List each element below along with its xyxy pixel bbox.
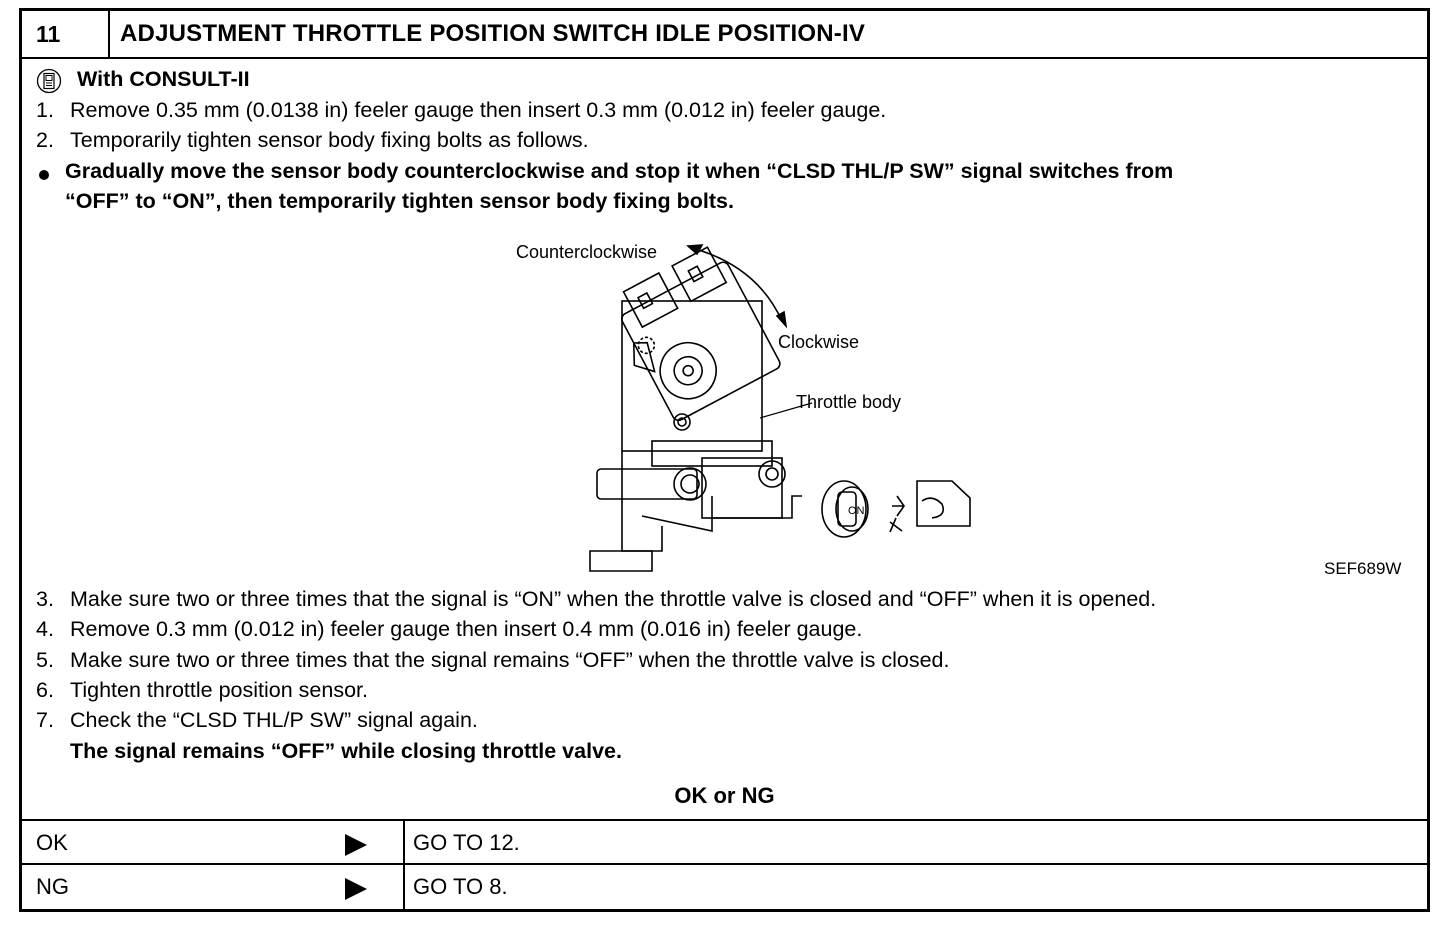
bullet-line-1: Gradually move the sensor body countercl… [65,159,1174,183]
step-2-number: 2. [36,128,54,152]
step-2-text: Temporarily tighten sensor body fixing b… [70,128,589,152]
ok-ng-heading: OK or NG [674,783,775,808]
step-5-number: 5. [36,648,54,672]
result-row-ng: NG GO TO 8. [22,863,1427,909]
step-6-number: 6. [36,678,54,702]
consult-heading: With CONSULT-II [77,67,250,91]
step-header: 11 ADJUSTMENT THROTTLE POSITION SWITCH I… [22,11,1427,59]
step-7-text: Check the “CLSD THL/P SW” signal again. [70,708,478,732]
step-4-number: 4. [36,617,54,641]
step-1-number: 1. [36,98,54,122]
bullet-line-2: “OFF” to “ON”, then temporarily tighten … [65,189,734,213]
bullet-dot-icon [39,170,49,180]
result-goto-ng[interactable]: GO TO 8. [413,874,508,899]
procedure-frame: 11 ADJUSTMENT THROTTLE POSITION SWITCH I… [19,8,1430,912]
step-7-result: The signal remains “OFF” while closing t… [70,739,622,763]
step-1-text: Remove 0.35 mm (0.0138 in) feeler gauge … [70,98,887,122]
row-divider [403,865,405,909]
step-number: 11 [22,11,110,57]
label-clockwise: Clockwise [778,332,860,352]
figure-code: SEF689W [1324,559,1402,578]
step-3-text: Make sure two or three times that the si… [70,587,1157,611]
step-5-text: Make sure two or three times that the si… [70,648,950,672]
ignition-key-label: ON [848,505,865,517]
label-throttle-body: Throttle body [796,392,902,412]
row-divider [403,821,405,865]
arrow-right-icon [345,878,367,900]
label-counterclockwise: Counterclockwise [516,242,658,262]
result-row-ok: OK GO TO 12. [22,819,1427,865]
throttle-sensor-figure: ON Counterclockwise Clockwise Throttle b… [492,226,1012,586]
consult-tool-icon [36,68,62,94]
result-label-ok: OK [36,830,68,855]
arrow-right-icon [345,834,367,856]
step-7-number: 7. [36,708,54,732]
step-4-text: Remove 0.3 mm (0.012 in) feeler gauge th… [70,617,863,641]
step-6-text: Tighten throttle position sensor. [70,678,368,702]
result-label-ng: NG [36,874,69,899]
step-title: ADJUSTMENT THROTTLE POSITION SWITCH IDLE… [120,20,866,47]
result-goto-ok[interactable]: GO TO 12. [413,830,520,855]
throttle-body-illustration: ON [589,244,971,572]
step-3-number: 3. [36,587,54,611]
